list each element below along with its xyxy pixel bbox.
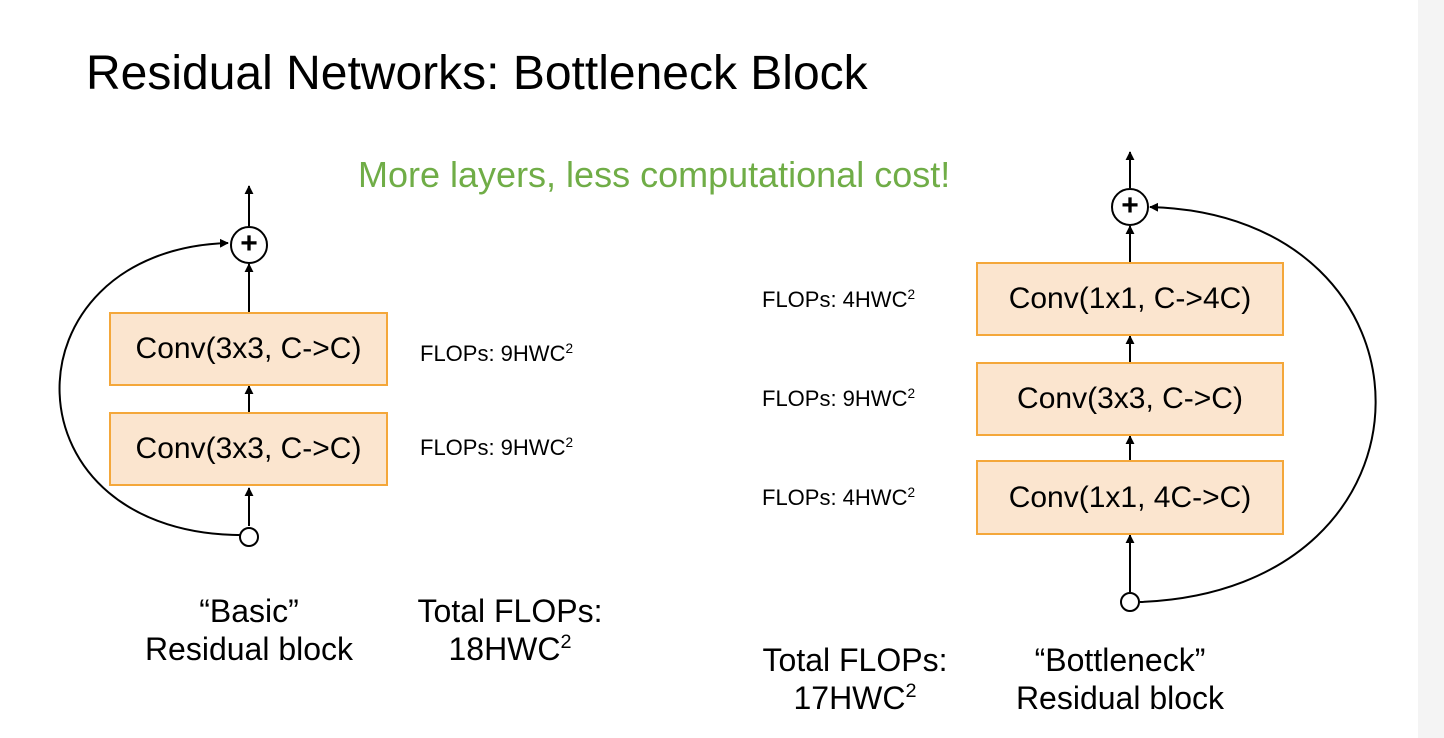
flops-text: FLOPs: 9HWC (420, 341, 566, 366)
basic-flops-top: FLOPs: 9HWC2 (420, 340, 573, 368)
bottleneck-skip-connection (1139, 202, 1377, 603)
basic-total-value-line: 18HWC2 (395, 630, 625, 668)
bottleneck-conv-middle: Conv(3x3, C->C) (976, 362, 1284, 436)
flops-exponent: 2 (907, 385, 916, 401)
flops-text: FLOPs: 4HWC (762, 287, 908, 312)
bottleneck-total-value-line: 17HWC2 (745, 679, 965, 717)
slide-subtitle: More layers, less computational cost! (358, 154, 951, 195)
basic-total-flops: Total FLOPs: 18HWC2 (395, 592, 625, 668)
bottleneck-block-caption: “Bottleneck” Residual block (990, 641, 1250, 717)
bottleneck-conv-top: Conv(1x1, C->4C) (976, 262, 1284, 336)
bottleneck-total-flops: Total FLOPs: 17HWC2 (745, 641, 965, 717)
flops-exponent: 2 (907, 484, 916, 500)
flops-text: FLOPs: 4HWC (762, 485, 908, 510)
bottleneck-block-wires (1120, 151, 1377, 612)
bottleneck-caption-line1: “Bottleneck” (1034, 642, 1206, 678)
basic-total-value: 18HWC (448, 631, 561, 667)
basic-add-node: + (230, 226, 268, 264)
bottleneck-flops-bottom: FLOPs: 4HWC2 (762, 484, 915, 512)
bottleneck-add-node: + (1111, 188, 1149, 226)
flops-exponent: 2 (565, 340, 574, 356)
basic-caption-line1: “Basic” (199, 593, 299, 629)
bottleneck-total-value: 17HWC (793, 680, 906, 716)
bottleneck-input-node (1120, 592, 1140, 612)
right-edge-strip (1418, 0, 1444, 738)
basic-block-wires (58, 185, 259, 547)
bottleneck-flops-top: FLOPs: 4HWC2 (762, 286, 915, 314)
basic-skip-connection (58, 238, 250, 537)
bottleneck-conv-bottom: Conv(1x1, 4C->C) (976, 460, 1284, 535)
flops-text: FLOPs: 9HWC (420, 435, 566, 460)
basic-input-node (239, 527, 259, 547)
basic-flops-bottom: FLOPs: 9HWC2 (420, 434, 573, 462)
flops-exponent: 2 (565, 434, 574, 450)
bottleneck-total-label: Total FLOPs: (762, 642, 948, 678)
bottleneck-flops-middle: FLOPs: 9HWC2 (762, 385, 915, 413)
basic-conv-bottom: Conv(3x3, C->C) (109, 412, 388, 486)
bottleneck-caption-line2: Residual block (1015, 680, 1225, 716)
bottleneck-total-exponent: 2 (905, 680, 917, 703)
basic-caption-line2: Residual block (144, 631, 354, 667)
slide-title: Residual Networks: Bottleneck Block (86, 47, 868, 100)
basic-total-exponent: 2 (560, 631, 572, 654)
basic-block-caption: “Basic” Residual block (119, 592, 379, 668)
basic-total-label: Total FLOPs: (417, 593, 603, 629)
flops-exponent: 2 (907, 286, 916, 302)
flops-text: FLOPs: 9HWC (762, 386, 908, 411)
basic-conv-top: Conv(3x3, C->C) (109, 312, 388, 386)
